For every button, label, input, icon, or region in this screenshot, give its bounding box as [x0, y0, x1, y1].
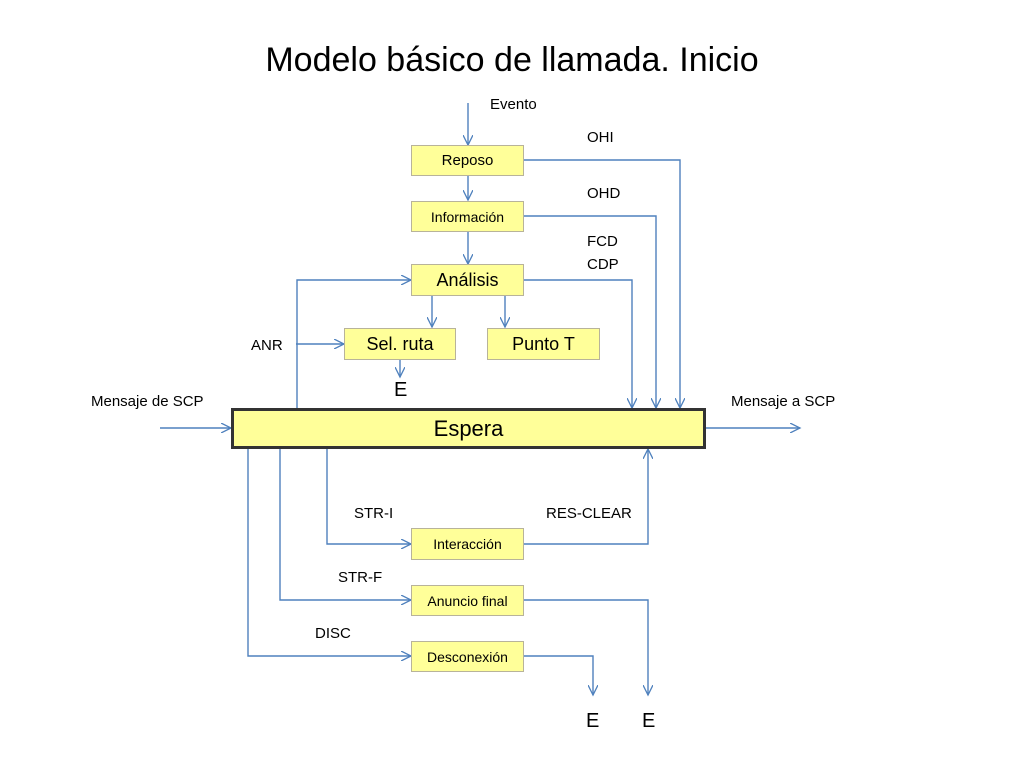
- state-desconexion: Desconexión: [411, 641, 524, 672]
- label-e-sel-ruta: E: [394, 379, 408, 401]
- state-punto-t-label: Punto T: [512, 333, 575, 354]
- state-informacion-label: Información: [430, 208, 505, 225]
- label-res-clear: RES-CLEAR: [546, 505, 632, 522]
- state-analisis: Análisis: [411, 264, 524, 296]
- label-e-right: E: [642, 710, 656, 732]
- label-mensaje-de-scp: Mensaje de SCP: [91, 393, 204, 410]
- state-anuncio-final: Anuncio final: [411, 585, 524, 616]
- state-analisis-label: Análisis: [436, 269, 499, 290]
- arrow-desconexion-e: [524, 655, 593, 695]
- state-reposo-label: Reposo: [441, 152, 494, 169]
- label-str-i: STR-I: [354, 505, 394, 522]
- state-informacion: Información: [411, 201, 524, 232]
- label-fcd: FCD: [587, 233, 618, 250]
- arrow-str-f: [279, 448, 411, 600]
- page-title: Modelo básico de llamada. Inicio: [265, 41, 759, 79]
- state-espera: Espera: [231, 408, 706, 449]
- label-str-f: STR-F: [338, 569, 383, 586]
- label-ohi: OHI: [587, 129, 614, 146]
- arrow-ohi: [524, 159, 680, 408]
- arrow-espera-analisis: [296, 280, 411, 408]
- arrow-disc: [247, 448, 411, 656]
- state-reposo: Reposo: [411, 145, 524, 176]
- label-evento: Evento: [490, 96, 537, 113]
- label-disc: DISC: [315, 625, 351, 642]
- state-interaccion-label: Interacción: [433, 536, 502, 552]
- arrow-fcd-cdp: [524, 279, 632, 408]
- arrow-res-clear: [524, 449, 648, 545]
- state-interaccion: Interacción: [411, 528, 524, 560]
- state-anuncio-final-label: Anuncio final: [427, 592, 508, 609]
- state-sel-ruta: Sel. ruta: [344, 328, 456, 360]
- state-espera-label: Espera: [433, 415, 504, 441]
- state-punto-t: Punto T: [487, 328, 600, 360]
- arrow-anuncio-final-e: [524, 599, 648, 695]
- arrow-str-i: [326, 448, 411, 544]
- label-anr: ANR: [251, 337, 283, 354]
- state-desconexion-label: Desconexión: [427, 648, 508, 665]
- label-e-left: E: [586, 710, 600, 732]
- label-mensaje-a-scp: Mensaje a SCP: [731, 393, 836, 410]
- label-ohd: OHD: [587, 185, 621, 202]
- arrow-ohd: [524, 215, 656, 408]
- state-sel-ruta-label: Sel. ruta: [366, 333, 434, 354]
- label-cdp: CDP: [587, 256, 619, 273]
